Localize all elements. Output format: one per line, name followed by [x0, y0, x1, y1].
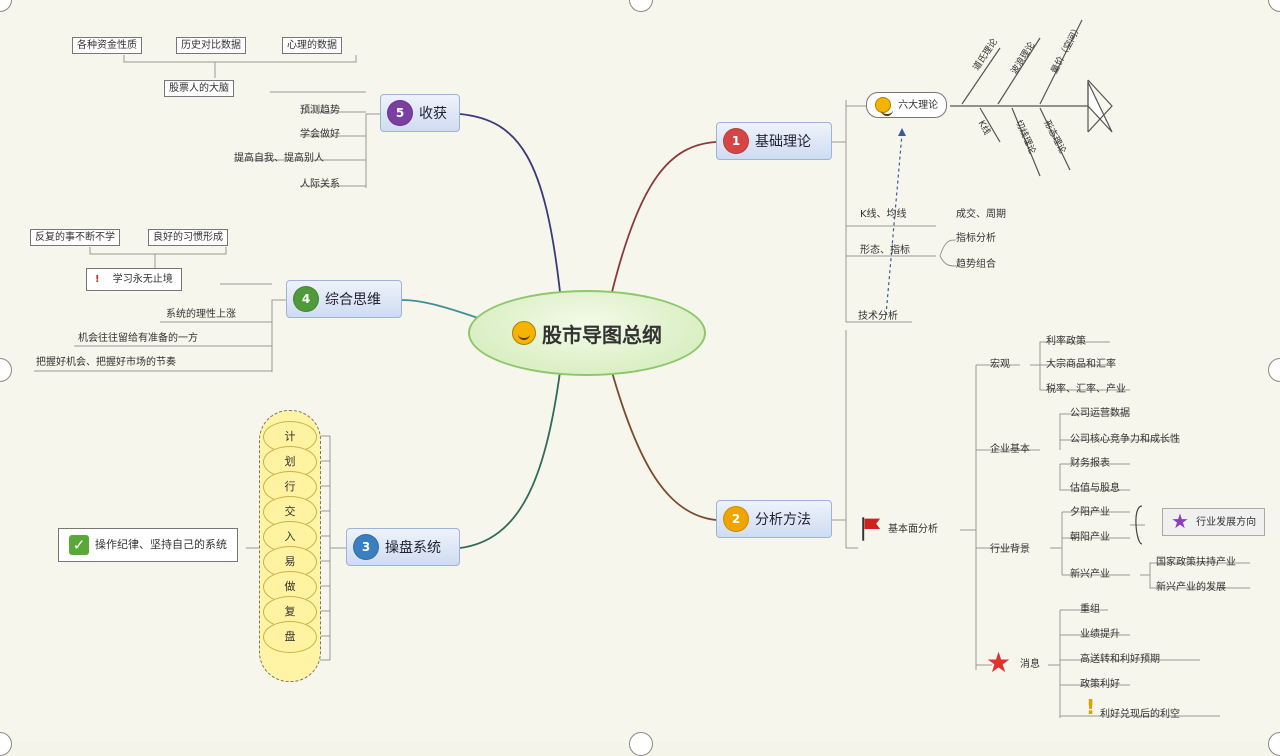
box-fanfu[interactable]: 反复的事不断不学: [30, 229, 120, 246]
leaf-lixing[interactable]: 系统的理性上涨: [166, 309, 236, 320]
smile-icon: [512, 321, 536, 345]
leaf-tigao[interactable]: 提高自我、提高别人: [234, 153, 324, 164]
leaf-hangye[interactable]: 行业背景: [990, 544, 1030, 555]
leaf-chongzu[interactable]: 重组: [1080, 604, 1100, 615]
topic-fenxifangfa[interactable]: 2 分析方法: [716, 500, 832, 538]
leaf-dazong[interactable]: 大宗商品和汇率: [1046, 359, 1116, 370]
topic-jibenlilun[interactable]: 1 基础理论: [716, 122, 832, 160]
flag-icon: [862, 517, 881, 541]
box-xiguan[interactable]: 良好的习惯形成: [148, 229, 228, 246]
leaf-jihui[interactable]: 机会往往留给有准备的一方: [78, 333, 198, 344]
leaf-gaosong[interactable]: 高送转和利好预期: [1080, 654, 1160, 665]
leaf-xiyang[interactable]: 夕阳产业: [1070, 507, 1110, 518]
leaf-zhengce-lihao[interactable]: 政策利好: [1080, 679, 1120, 690]
box-danao[interactable]: 股票人的大脑: [164, 80, 234, 97]
red-star-icon: ★: [986, 646, 1012, 679]
box-zijin[interactable]: 各种资金性质: [72, 37, 142, 54]
leaf-hongguan[interactable]: 宏观: [990, 359, 1010, 370]
box-xuexi-label: 学习永无止境: [112, 274, 173, 285]
leaf-jiezou[interactable]: 把握好机会、把握好市场的节奏: [36, 357, 176, 368]
leaf-yuce[interactable]: 预测趋势: [300, 105, 340, 116]
leaf-xinxing-fazhan[interactable]: 新兴产业的发展: [1156, 582, 1226, 593]
box-xinli[interactable]: 心理的数据: [282, 37, 342, 54]
central-topic[interactable]: 股市导图总纲: [468, 290, 706, 376]
green-badge-icon: 4: [293, 286, 319, 312]
edge-handle-bottom[interactable]: [629, 732, 653, 756]
leaf-jibenmian[interactable]: 基本面分析: [888, 524, 938, 535]
warning-icon: !: [95, 274, 100, 285]
box-liuda-label: 六大理论: [898, 100, 939, 111]
purple-star-icon: ★: [1171, 509, 1189, 533]
box-xuexi[interactable]: ! 学习永无止境: [86, 268, 182, 291]
smile-icon: [875, 97, 893, 116]
box-liuda[interactable]: 六大理论: [866, 92, 948, 118]
leaf-renji[interactable]: 人际关系: [300, 179, 340, 190]
purple-badge-icon: 5: [387, 100, 413, 126]
leaf-xinxing[interactable]: 新兴产业: [1070, 569, 1110, 580]
leaf-chengjiao[interactable]: 成交、周期: [956, 209, 1006, 220]
leaf-zhibiao-fenxi[interactable]: 指标分析: [956, 233, 996, 244]
warning-icon: !: [1086, 695, 1096, 719]
leaf-jishu-fenxi[interactable]: 技术分析: [858, 311, 898, 322]
central-topic-label: 股市导图总纲: [542, 322, 662, 347]
box-jilv[interactable]: ✓ 操作纪律、坚持自己的系统: [58, 528, 238, 562]
leaf-duixian[interactable]: 利好兑现后的利空: [1100, 709, 1180, 720]
leaf-zhengce-fuchi[interactable]: 国家政策扶持产业: [1156, 557, 1236, 568]
red-badge-icon: 1: [723, 128, 749, 154]
leaf-zhaoyang[interactable]: 朝阳产业: [1070, 532, 1110, 543]
leaf-xiaoxi[interactable]: 消息: [1020, 659, 1040, 670]
blue-badge-icon: 3: [353, 534, 379, 560]
leaf-caiwu[interactable]: 财务报表: [1070, 458, 1110, 469]
leaf-kxian-junxian[interactable]: K线、均线: [860, 209, 907, 220]
leaf-xuehui[interactable]: 学会做好: [300, 129, 340, 140]
leaf-guzhi[interactable]: 估值与股息: [1070, 483, 1120, 494]
box-jilv-label: 操作纪律、坚持自己的系统: [95, 538, 227, 551]
topic-caozuo[interactable]: 3 操盘系统: [346, 528, 460, 566]
leaf-qiye[interactable]: 企业基本: [990, 444, 1030, 455]
box-fangxiang[interactable]: ★ 行业发展方向: [1162, 508, 1266, 536]
leaf-shuilv[interactable]: 税率、汇率、产业: [1046, 384, 1126, 395]
topic-zonghe[interactable]: 4 综合思维: [286, 280, 402, 318]
leaf-hexin[interactable]: 公司核心竞争力和成长性: [1070, 434, 1180, 445]
check-icon: ✓: [69, 535, 89, 555]
box-fangxiang-label: 行业发展方向: [1196, 516, 1257, 528]
leaf-xingtai-zhibiao[interactable]: 形态、指标: [860, 245, 910, 256]
leaf-yunying[interactable]: 公司运营数据: [1070, 408, 1130, 419]
leaf-qushi-zuhe[interactable]: 趋势组合: [956, 259, 996, 270]
bubble-item[interactable]: 盘: [263, 621, 317, 653]
orange-badge-icon: 2: [723, 506, 749, 532]
leaf-lilv[interactable]: 利率政策: [1046, 336, 1086, 347]
edge-handle-bottom-right[interactable]: [1268, 732, 1280, 756]
box-lishi[interactable]: 历史对比数据: [176, 37, 246, 54]
leaf-yeji[interactable]: 业绩提升: [1080, 629, 1120, 640]
topic-shouyi[interactable]: 5 收获: [380, 94, 460, 132]
